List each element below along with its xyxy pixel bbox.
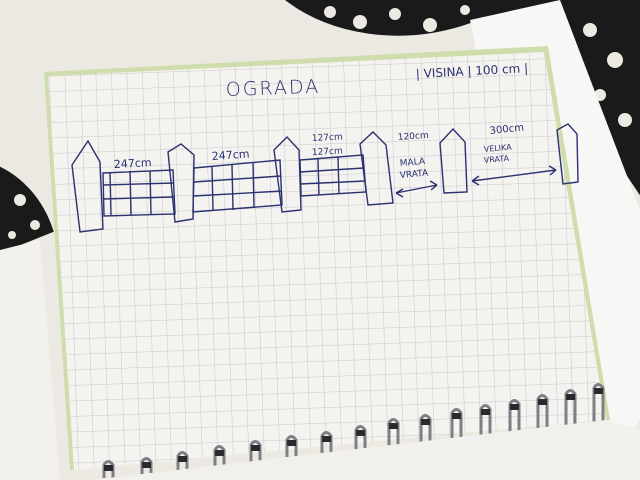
height-note: | VISINA | 100 cm | [415, 61, 528, 81]
fence-panel [192, 159, 283, 213]
sketch-labels: 247cm 247cm 127cm 127cm 120cm MALA VRATA… [113, 122, 524, 181]
fence-post [71, 139, 104, 233]
fence-panel [102, 169, 176, 217]
big-gate-name-1: VELIKA [483, 143, 512, 154]
fence-post [439, 127, 468, 194]
fence-post [556, 123, 579, 185]
binding-holes [104, 388, 603, 471]
big-gate-name-2: VRATA [483, 154, 510, 165]
panel3-width-bottom: 127cm [312, 146, 343, 158]
spiral-binding [102, 383, 605, 478]
fence-sketch [71, 123, 579, 233]
panel3-width-top: 127cm [312, 132, 343, 144]
small-gate-width: 120cm [398, 131, 430, 143]
panel1-width: 247cm [113, 156, 151, 171]
paper-sheet-left [0, 240, 60, 480]
panel2-width: 247cm [211, 147, 250, 163]
small-gate-name-1: MALA [399, 157, 426, 169]
page-title: OGRADA [225, 76, 320, 101]
small-gate-arrow [395, 180, 438, 198]
small-gate-name-2: VRATA [399, 168, 429, 181]
fence-post [359, 131, 394, 206]
big-gate-width: 300cm [489, 122, 524, 137]
grid-lines [48, 52, 606, 470]
big-gate-arrow [471, 165, 557, 186]
lower-page [90, 420, 640, 480]
